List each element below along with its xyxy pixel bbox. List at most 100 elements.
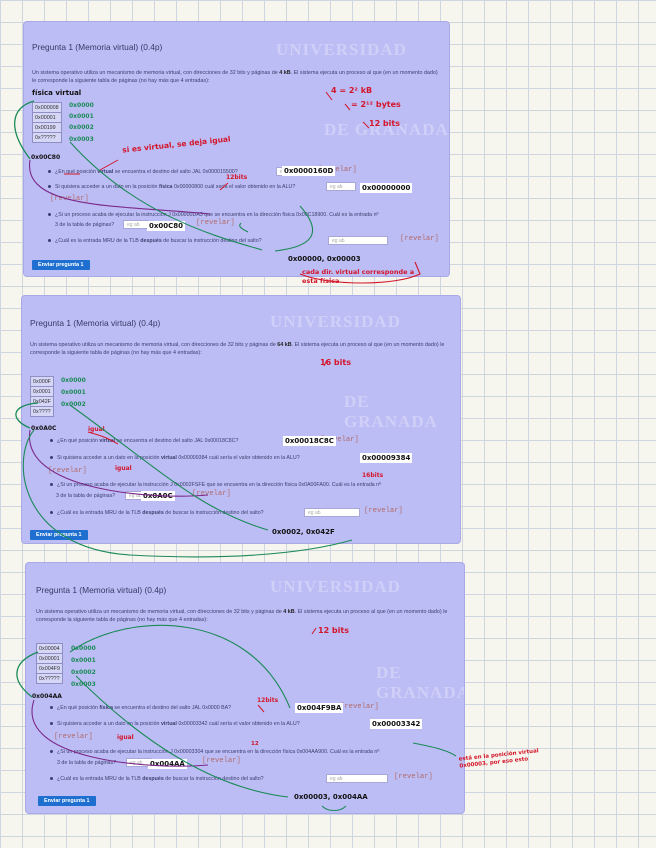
question-item-3-cont: 3 de la tabla de páginas? xyxy=(56,493,116,499)
question-item-4: ¿Cuál es la entrada MRU de la TLB despué… xyxy=(50,510,264,516)
page-table-cell: 0x????? xyxy=(32,132,62,143)
question-item-3: ¿Si un proceso acaba de ejecutar la inst… xyxy=(50,749,379,755)
page-table-cell: 0x00001 xyxy=(36,653,63,664)
page-table-cell: 0x00199 xyxy=(32,122,62,133)
page-table-cell: 0x???? xyxy=(30,406,54,417)
question-card-1: UNIVERSIDAD DE GRANADA Pregunta 1 (Memor… xyxy=(24,22,449,276)
note-answer: 0x00C80 xyxy=(147,221,186,231)
note-foot: 0x004AA xyxy=(32,693,62,700)
note-answer: 0x004AA xyxy=(148,759,187,769)
watermark: DE GRANADA xyxy=(344,392,438,431)
reveal-link[interactable]: [revelar] xyxy=(318,166,357,174)
note-answer: 0x0002, 0x042F xyxy=(272,528,335,536)
note-side: está en la posición virtual 0x00003, por… xyxy=(458,748,539,770)
answer-input-4[interactable]: eg ab xyxy=(328,236,388,245)
question-item-1: ¿En qué posición virtual se encuentra el… xyxy=(48,169,238,175)
question-text: Un sistema operativo utiliza un mecanism… xyxy=(32,70,438,84)
note-12: 12 xyxy=(251,741,259,747)
reveal-link[interactable]: [revelar] xyxy=(192,490,231,498)
question-item-3: ¿Si un proceso acaba de ejecutar la inst… xyxy=(50,482,381,488)
question-title: Pregunta 1 (Memoria virtual) (0.4p) xyxy=(32,42,163,52)
question-title: Pregunta 1 (Memoria virtual) (0.4p) xyxy=(30,318,161,328)
reveal-link[interactable]: [revelar] xyxy=(202,757,241,765)
page-table-cell: 0x????? xyxy=(36,673,63,684)
note-eq: 4 = 2² kB xyxy=(331,86,373,95)
reveal-link[interactable]: [revelar] xyxy=(48,467,87,475)
question-text: Un sistema operativo utiliza un mecanism… xyxy=(30,342,445,356)
note-answer: 0x00003, 0x004AA xyxy=(294,793,368,801)
question-item-3-cont: 3 de la tabla de páginas? xyxy=(55,222,115,228)
note-col: 0x0001 xyxy=(69,113,94,120)
watermark: UNIVERSIDAD xyxy=(270,312,401,331)
note-bits: 16 bits xyxy=(320,358,351,367)
note-igual: igual xyxy=(117,734,134,741)
note-header: física virtual xyxy=(32,89,82,97)
note-col: 0x0003 xyxy=(71,681,96,688)
reveal-link[interactable]: [revelar] xyxy=(54,733,93,741)
note-bits: 12bits xyxy=(257,697,279,704)
question-item-2: Si quisiera acceder a un dato en la posi… xyxy=(50,455,300,461)
question-item-4: ¿Cuál es la entrada MRU de la TLB despué… xyxy=(48,238,262,244)
page-table: 0x000008 0x00001 0x00199 0x????? xyxy=(32,102,62,143)
answer-input-2[interactable]: eg ab xyxy=(326,182,356,191)
question-item-1: ¿En qué posición física se encuentra el … xyxy=(50,705,231,711)
note-col: 0x0000 xyxy=(61,377,86,384)
note-eq: 12 bits xyxy=(369,119,400,128)
note-col: 0x0002 xyxy=(69,124,94,131)
note-col: 0x0002 xyxy=(61,401,86,408)
question-item-1: ¿En qué posición virtual se encuentra el… xyxy=(50,438,239,444)
page-table-cell: 0x000008 xyxy=(32,102,62,113)
note-col: 0x0001 xyxy=(61,389,86,396)
question-item-4: ¿Cuál es la entrada MRU de la TLB despué… xyxy=(50,776,264,782)
answer-input-4[interactable]: eg ab xyxy=(304,508,360,517)
note-answer: 0x004F9BA xyxy=(295,703,344,713)
page-table: 0x00004 0x00001 0x004F9 0x????? xyxy=(36,643,63,684)
note-igual: igual xyxy=(115,465,132,472)
note-col: 0x0001 xyxy=(71,657,96,664)
question-title: Pregunta 1 (Memoria virtual) (0.4p) xyxy=(36,585,167,595)
submit-button[interactable]: Enviar pregunta 1 xyxy=(32,260,90,270)
question-item-2: Si quisiera acceder a un dato en la posi… xyxy=(48,184,295,190)
question-text: Un sistema operativo utiliza un mecanism… xyxy=(36,609,448,623)
note-bits: 16bits xyxy=(362,472,384,479)
note-col: 0x0000 xyxy=(69,102,94,109)
note-answer: 0x00003342 xyxy=(370,719,423,729)
note-answer: 0x00000, 0x00003 xyxy=(288,255,361,263)
watermark: DE GRANADA xyxy=(376,663,464,702)
reveal-link[interactable]: [revelar] xyxy=(196,219,235,227)
submit-button[interactable]: Enviar pregunta 1 xyxy=(38,796,96,806)
note-answer: 0x0A0C xyxy=(141,491,175,501)
answer-input-4[interactable]: eg ab xyxy=(326,774,388,783)
page-table-cell: 0x0001 xyxy=(30,386,54,397)
note-answer: 0x00009384 xyxy=(360,453,413,463)
note-eq: = 2¹² bytes xyxy=(351,100,401,109)
question-item-3-cont: 3 de la tabla de páginas? xyxy=(57,760,117,766)
question-card-2: UNIVERSIDAD DE GRANADA Pregunta 1 (Memor… xyxy=(22,296,460,543)
note-col: 0x0003 xyxy=(69,136,94,143)
page-table: 0x000F 0x0001 0x042F 0x???? xyxy=(30,376,54,417)
reveal-link[interactable]: [revelar] xyxy=(394,773,433,781)
question-item-2: Si quisiera acceder a un dato en la posi… xyxy=(50,721,300,727)
watermark: UNIVERSIDAD xyxy=(270,577,401,596)
question-card-3: UNIVERSIDAD DE GRANADA Pregunta 1 (Memor… xyxy=(26,563,464,813)
note-col: 0x0002 xyxy=(71,669,96,676)
page-table-cell: 0x004F9 xyxy=(36,663,63,674)
note-bits: 12bits xyxy=(226,174,248,181)
note-answer: 0x0000160D xyxy=(282,166,336,176)
note-foot: 0x00C80 xyxy=(31,154,61,161)
reveal-link[interactable]: [revelar] xyxy=(364,507,403,515)
reveal-link[interactable]: [revelar] xyxy=(400,235,439,243)
reveal-link[interactable]: [revelar] xyxy=(50,195,89,203)
note-answer: 0x00000000 xyxy=(360,183,413,193)
page-table-cell: 0x00001 xyxy=(32,112,62,123)
reveal-link[interactable]: [revelar] xyxy=(340,703,379,711)
page-table-cell: 0x00004 xyxy=(36,643,63,654)
answer-input-3[interactable]: eg ab xyxy=(123,220,149,229)
note-igual: igual xyxy=(88,426,105,433)
watermark: UNIVERSIDAD xyxy=(276,40,407,59)
submit-button[interactable]: Enviar pregunta 1 xyxy=(30,530,88,540)
page-table-cell: 0x000F xyxy=(30,376,54,387)
note-answer: 0x00018C8C xyxy=(283,436,336,446)
note-foot: 0x0A0C xyxy=(31,425,57,432)
question-item-3: ¿Si un proceso acaba de ejecutar la inst… xyxy=(48,212,378,218)
